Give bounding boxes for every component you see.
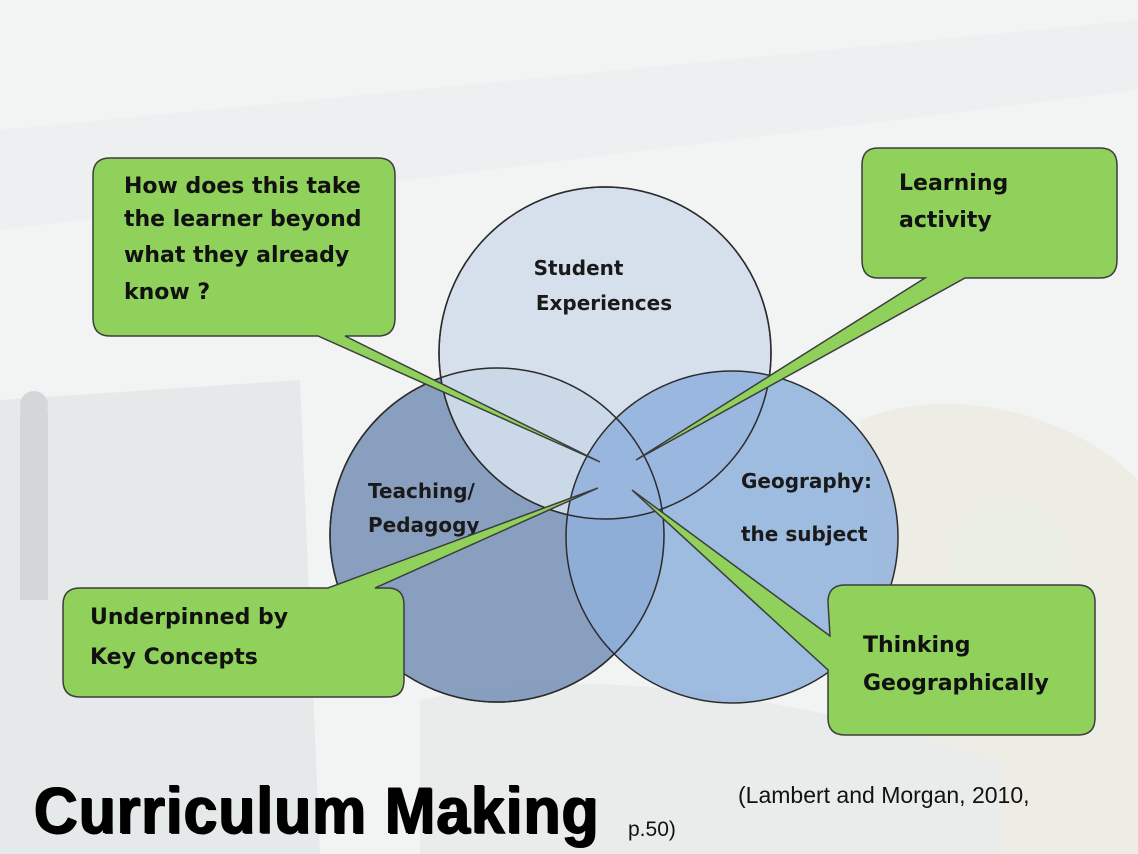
circle-left-line: Teaching/ bbox=[368, 479, 476, 503]
callout-bottom-left: Underpinned by Key Concepts bbox=[62, 487, 599, 698]
callout-top-right: Learning activity bbox=[635, 147, 1118, 461]
callout-line: Underpinned by bbox=[90, 605, 288, 630]
callout-top-left-text: How does this take the learner beyond wh… bbox=[124, 174, 369, 305]
callout-bottom-right: Thinking Geographically bbox=[631, 489, 1096, 736]
circle-top-line: Student bbox=[534, 256, 624, 280]
callout-top-right-text: Learning activity bbox=[899, 171, 1016, 233]
callout-line: Geographically bbox=[863, 671, 1049, 696]
slide-title: Curriculum Making bbox=[34, 773, 600, 847]
callout-line: know ? bbox=[124, 280, 210, 305]
circle-left-label: Teaching/ Pedagogy bbox=[368, 479, 482, 537]
callout-bottom-right-text: Thinking Geographically bbox=[863, 633, 1049, 696]
circle-top-label: Student Experiences bbox=[534, 256, 673, 315]
circle-left-line: Pedagogy bbox=[368, 513, 479, 537]
callout-line: Learning bbox=[899, 171, 1008, 196]
circle-right-line: Geography: bbox=[741, 469, 872, 493]
citation-line-2: p.50) bbox=[628, 818, 676, 841]
callout-line: the learner beyond bbox=[124, 207, 362, 232]
venn-outlines bbox=[329, 186, 772, 703]
callout-line: How does this take bbox=[124, 174, 361, 199]
callout-line: what they already bbox=[124, 243, 349, 268]
callout-line: Key Concepts bbox=[90, 645, 258, 670]
callout-line: activity bbox=[899, 208, 992, 233]
circle-right-line: the subject bbox=[741, 522, 868, 546]
venn-circle-right bbox=[565, 370, 899, 704]
circle-top-line: Experiences bbox=[536, 291, 672, 315]
callout-line: Thinking bbox=[863, 633, 970, 658]
circle-right-label: Geography: the subject bbox=[741, 469, 879, 546]
callout-top-left: How does this take the learner beyond wh… bbox=[92, 157, 601, 463]
callout-bottom-left-text: Underpinned by Key Concepts bbox=[90, 605, 296, 670]
citation-line-1: (Lambert and Morgan, 2010, bbox=[738, 782, 1030, 808]
